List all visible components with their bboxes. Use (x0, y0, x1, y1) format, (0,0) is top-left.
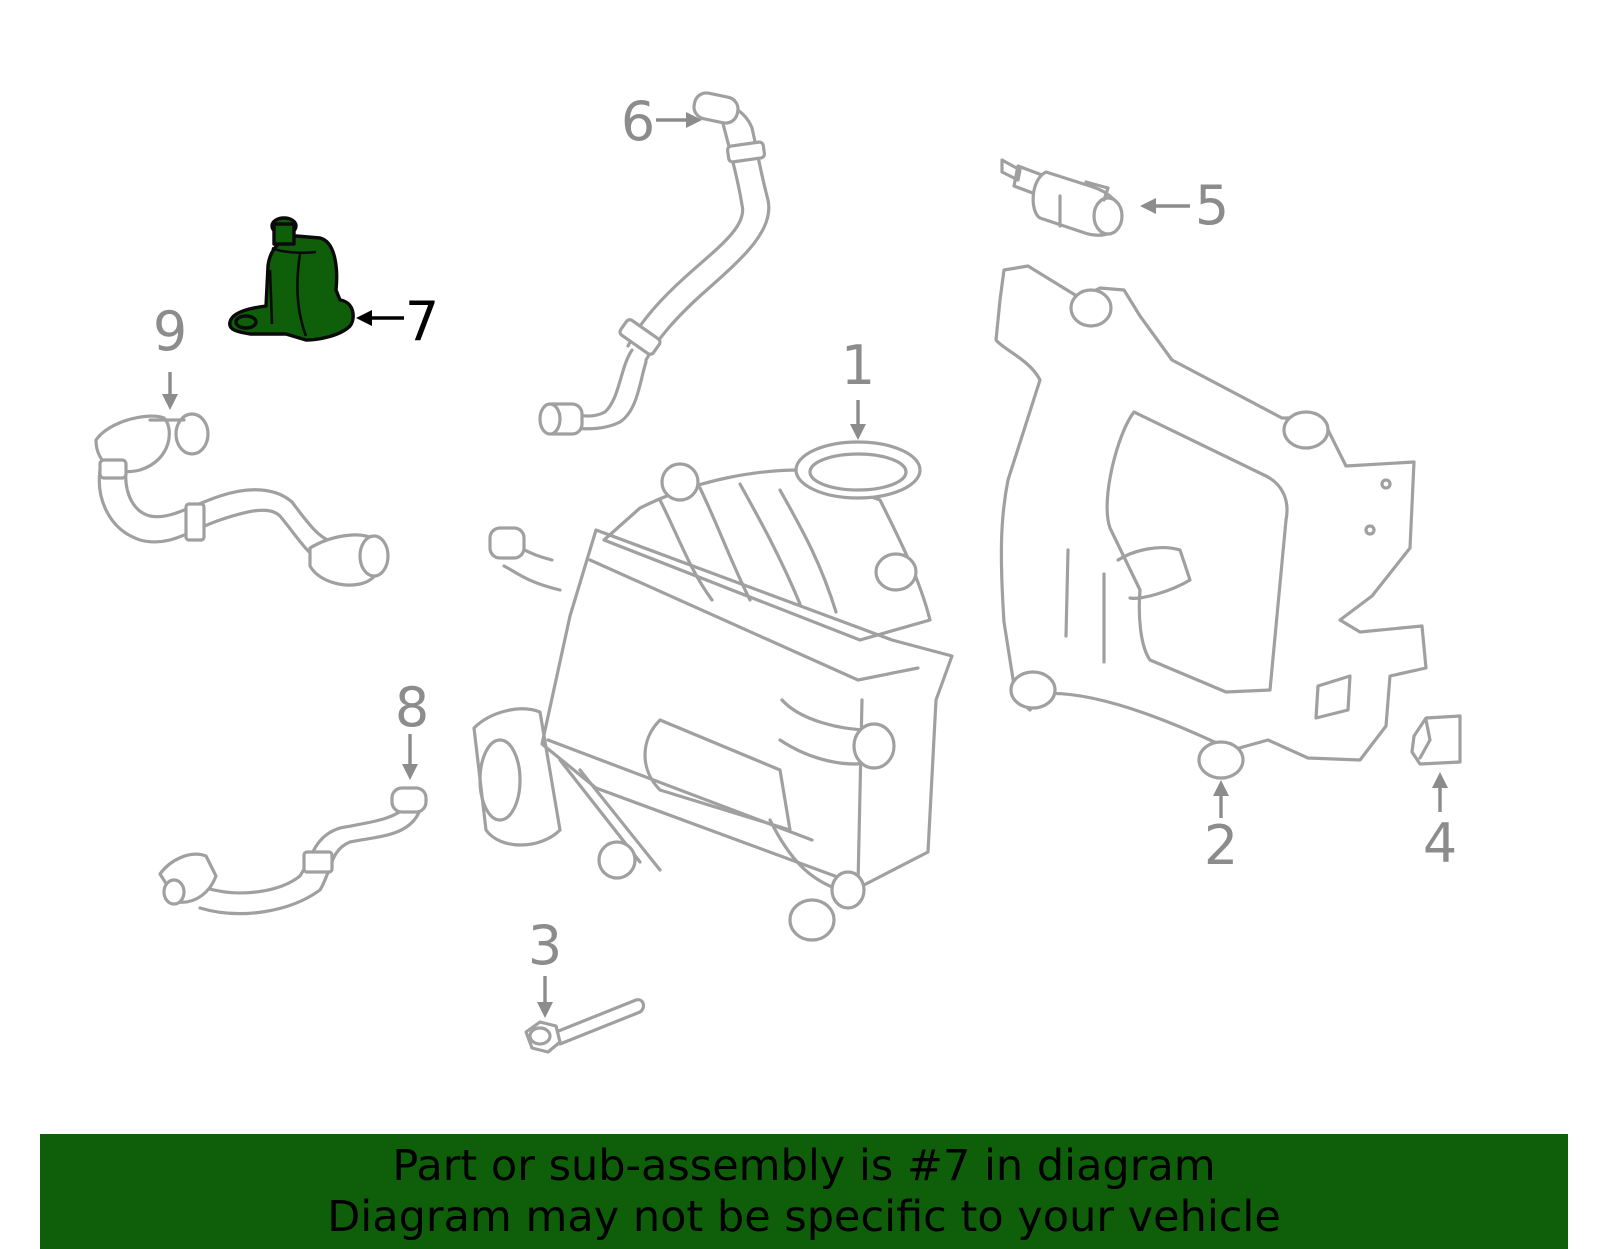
part-2-bracket (994, 264, 1428, 780)
callout-arrow-3 (537, 976, 553, 1018)
callout-label-8: 8 (395, 676, 429, 739)
callout-label-1: 1 (841, 334, 875, 397)
callout-label-2: 2 (1204, 814, 1238, 877)
callout-label-7: 7 (405, 290, 439, 353)
part-5-sensor (1000, 158, 1124, 237)
callout-arrow-8 (402, 734, 418, 780)
callout-label-6: 6 (621, 90, 655, 153)
banner-line-2: Diagram may not be specific to your vehi… (327, 1191, 1281, 1242)
callout-label-9: 9 (153, 300, 187, 363)
callout-arrow-5 (1140, 198, 1190, 214)
part-1-intercooler (472, 440, 954, 942)
callout-label-5: 5 (1195, 174, 1229, 237)
callout-arrow-6 (656, 112, 702, 128)
info-banner: Part or sub-assembly is #7 in diagram Di… (40, 1134, 1568, 1249)
part-9-hose (94, 412, 390, 587)
part-8-hose (158, 786, 428, 916)
callout-label-4: 4 (1423, 812, 1457, 875)
part-3-bolt (524, 998, 646, 1054)
callout-arrow-9 (162, 372, 178, 410)
callout-arrow-1 (850, 400, 866, 440)
part-6-coolant-hose (538, 91, 771, 436)
part-7-highlighted-fitting (228, 216, 355, 342)
callout-arrow-2 (1213, 780, 1229, 818)
callout-arrow-7 (356, 310, 404, 326)
callout-arrow-4 (1432, 772, 1448, 812)
callout-label-3: 3 (528, 914, 562, 977)
banner-line-1: Part or sub-assembly is #7 in diagram (392, 1140, 1216, 1191)
part-4-clip (1410, 714, 1462, 766)
